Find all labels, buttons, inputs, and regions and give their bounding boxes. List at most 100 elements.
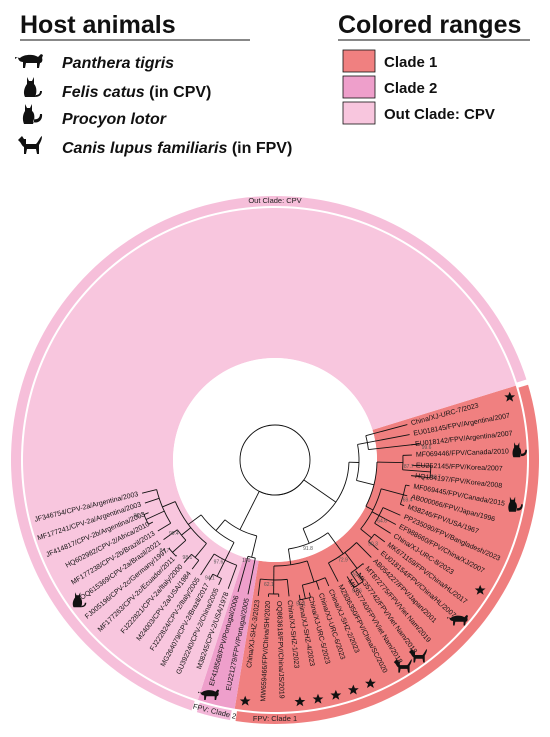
tiger-icon <box>15 54 43 68</box>
bootstrap-value: 96.7 <box>431 475 441 481</box>
tip-branch <box>163 529 178 541</box>
cat-icon <box>23 77 42 97</box>
internal-branch <box>365 505 374 511</box>
range-swatch-out-clade-cpv <box>342 101 376 125</box>
clade-arc <box>168 548 177 557</box>
bootstrap-value: 87.7 <box>404 464 414 470</box>
tip-label: EU252145/FPV/Korea/2007 <box>416 462 503 472</box>
tip-branch <box>411 464 431 467</box>
tip-branch <box>286 579 290 597</box>
clade-arc <box>302 462 350 529</box>
star-icon <box>347 684 359 695</box>
tip-branch <box>356 542 372 558</box>
tip-label: MF069446/FPV/Canada/2010 <box>416 448 509 458</box>
star-icon <box>312 693 324 704</box>
tip-branch <box>141 489 157 494</box>
internal-branch <box>360 528 372 539</box>
internal-branch <box>251 535 258 558</box>
clade-arc <box>353 580 364 588</box>
tip-branch <box>368 541 379 551</box>
host-name-raccoon: Procyon lotor <box>62 111 167 128</box>
tip-branch <box>237 556 249 593</box>
tip-branch <box>183 554 192 563</box>
dog-icon <box>393 659 412 673</box>
internal-branch <box>301 584 306 599</box>
clade-sectors <box>22 208 528 712</box>
tip-branch <box>374 533 386 543</box>
dog-icon <box>18 136 42 154</box>
internal-branch <box>303 479 337 503</box>
internal-branch <box>224 542 235 561</box>
clade-arc <box>356 444 360 481</box>
range-label-out-clade-cpv: Out Clade: CPV <box>384 106 495 123</box>
tip-branch <box>144 497 160 504</box>
tip-branch <box>403 494 408 497</box>
internal-branch <box>172 539 187 553</box>
host-name-dog: Canis lupus familiaris (in FPV) <box>62 140 292 157</box>
cat-icon <box>72 592 87 608</box>
bootstrap-value: 97.6 <box>352 589 362 595</box>
range-swatch-clade-2 <box>342 75 376 99</box>
sector-out-clade-cpv <box>22 208 516 700</box>
star-icon <box>330 689 342 700</box>
internal-branch <box>239 491 260 530</box>
tip-branch <box>374 522 391 534</box>
dog-icon <box>409 648 427 663</box>
tip-branch <box>362 563 365 565</box>
bootstrap-value: 64.6 <box>377 519 387 525</box>
ring-label-clade-1: FPV: Clade 1 <box>253 714 297 723</box>
tip-branch <box>367 434 410 444</box>
tip-branch <box>168 547 171 549</box>
internal-branch <box>194 543 207 558</box>
clade-ring <box>10 196 539 724</box>
internal-branch <box>350 572 360 585</box>
tip-label: MW659466/FPV/China/SH/2020 <box>260 601 272 702</box>
tiger-icon <box>447 615 469 626</box>
tip-branch <box>365 424 408 437</box>
clade-arc <box>302 577 326 586</box>
internal-branch <box>181 527 192 536</box>
internal-branch <box>356 480 375 486</box>
range-label-clade-1: Clade 1 <box>384 54 437 71</box>
tip-branch <box>355 570 364 582</box>
bootstrap-value: 94.1 <box>205 575 215 581</box>
host-legend-title: Host animals <box>20 11 176 39</box>
clade-arc <box>213 553 237 566</box>
ring-clade-1 <box>235 384 539 724</box>
internal-branch <box>287 548 292 565</box>
internal-branch <box>162 501 176 508</box>
raccoon-icon <box>22 104 43 124</box>
host-legend: Host animals Panthera tigris Felis catus… <box>15 11 292 157</box>
internal-branch <box>327 532 344 555</box>
star-icon <box>294 696 306 707</box>
bootstrap-value: 62.1 <box>264 582 274 588</box>
tip-branch <box>328 562 339 582</box>
bootstrap-value: 84.7 <box>160 548 170 554</box>
range-legend: Colored ranges Clade 1 Clade 2 Out Clade… <box>338 11 530 125</box>
bootstrap-value: 96.7 <box>133 513 143 519</box>
clade-arc <box>224 519 257 537</box>
tip-branch <box>227 565 238 589</box>
bootstrap-value: 100 <box>242 558 251 564</box>
bootstrap-value: 97.6 <box>214 560 224 566</box>
tip-branch <box>218 578 222 586</box>
sector-clade-2 <box>197 557 259 709</box>
tip-branch <box>200 553 215 576</box>
tiger-icon <box>198 689 220 700</box>
bootstrap-values: 99.687.796.769.464.690.391.872.976.497.6… <box>133 445 441 608</box>
bootstrap-value: 76.4 <box>351 572 361 578</box>
sector-clade-1 <box>234 385 528 712</box>
tip-branch <box>157 522 171 532</box>
tip-branch <box>315 581 320 590</box>
root-arc <box>259 479 305 496</box>
internal-branch <box>402 469 431 473</box>
range-label-clade-2: Clade 2 <box>384 80 437 97</box>
ring-clade-2 <box>196 702 232 721</box>
tip-branch <box>143 512 149 516</box>
raccoon-icon <box>508 496 523 512</box>
internal-branch <box>376 461 403 464</box>
tip-branch <box>191 560 200 570</box>
clade-arc <box>365 462 378 507</box>
phylogenetic-tree: 99.687.796.769.464.690.391.872.976.497.6… <box>10 196 539 724</box>
internal-branch <box>371 511 380 516</box>
